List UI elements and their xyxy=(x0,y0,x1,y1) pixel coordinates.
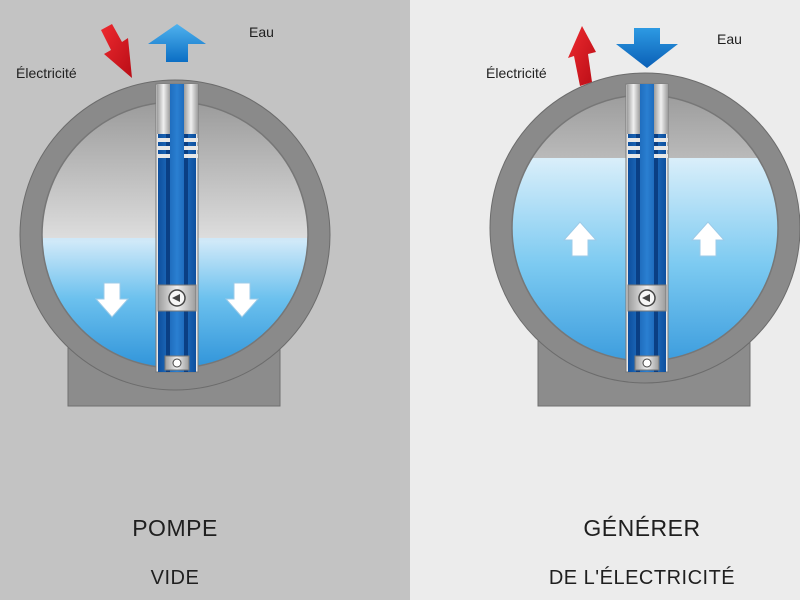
arrow-down-icon xyxy=(224,282,260,318)
electricity-label: Électricité xyxy=(16,65,77,81)
valve-unit xyxy=(164,355,190,371)
mode-title: GÉNÉRER xyxy=(583,515,701,541)
arrow-up-icon xyxy=(690,221,726,257)
turbine-unit xyxy=(627,284,667,312)
valve-unit xyxy=(634,355,660,371)
pump-turbine-shaft xyxy=(625,83,669,373)
water-arrow-down-icon xyxy=(616,28,678,68)
water-arrow-up-icon xyxy=(148,24,206,62)
turbine-unit xyxy=(157,284,197,312)
arrow-up-icon xyxy=(562,221,598,257)
arrow-down-icon xyxy=(94,282,130,318)
mode-subtitle: DE L'ÉLECTRICITÉ xyxy=(548,567,736,589)
mode-title: POMPE xyxy=(132,515,218,541)
mode-subtitle: VIDE xyxy=(150,567,200,589)
pump-mode-panel: Électricité Eau POMPE VIDE xyxy=(0,0,410,600)
electricity-arrow-down-icon xyxy=(101,24,132,78)
electricity-label: Électricité xyxy=(486,65,547,81)
generate-mode-diagram xyxy=(489,26,800,407)
water-label: Eau xyxy=(249,24,274,40)
water-label: Eau xyxy=(717,31,742,47)
pump-turbine-shaft xyxy=(155,83,199,373)
pump-mode-diagram xyxy=(19,24,331,407)
generate-mode-panel: Électricité Eau GÉNÉRER DE L'ÉLECTRICITÉ xyxy=(410,0,800,600)
electricity-arrow-up-icon xyxy=(568,26,596,86)
